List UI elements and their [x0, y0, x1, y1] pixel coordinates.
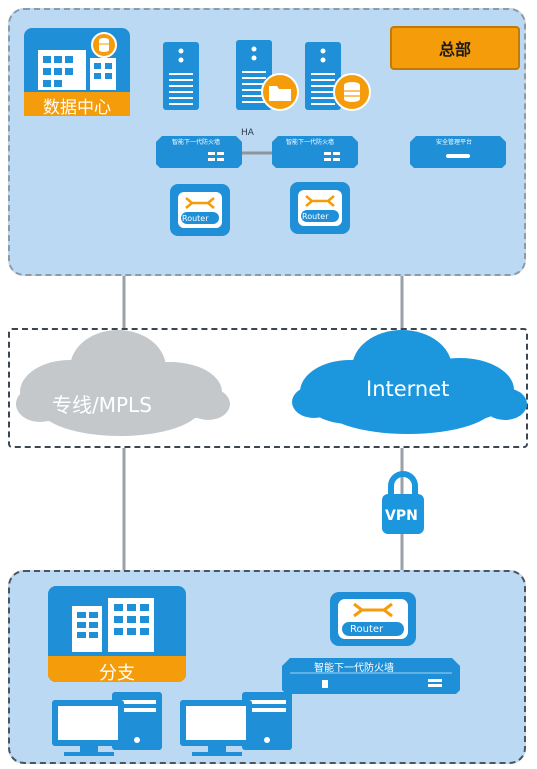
- firewall-left: 智能下一代防火墙: [156, 134, 242, 168]
- datacenter-building-icon: [24, 32, 130, 116]
- router-hq-right: Router: [290, 182, 350, 234]
- router-label: Router: [350, 624, 384, 635]
- branch-label: 分支: [99, 663, 135, 682]
- vpn-lock: VPN: [378, 470, 428, 536]
- security-platform: 安全管理平台: [410, 134, 506, 168]
- lock-icon: [382, 471, 424, 534]
- router-icon: [170, 184, 230, 236]
- ha-label: HA: [241, 128, 254, 138]
- db-server-icon: [305, 42, 371, 111]
- branch-building-icon: [48, 598, 186, 682]
- firewall-icon: [282, 658, 460, 694]
- vpn-label: VPN: [385, 508, 418, 524]
- hq-badge: 总部: [390, 26, 520, 70]
- router-branch: Router: [330, 592, 416, 646]
- pc-icon-2: [180, 692, 292, 756]
- firewall-branch: 智能下一代防火墙: [282, 658, 460, 694]
- firewall-icon: [272, 136, 358, 168]
- datacenter-tile: 数据中心: [24, 28, 130, 118]
- mpls-label: 专线/MPLS: [52, 393, 152, 417]
- router-label: Router: [302, 212, 329, 221]
- router-icon: [290, 182, 350, 234]
- appliance-icon: [410, 136, 506, 168]
- mpls-cloud: [16, 330, 230, 436]
- network-zone: [8, 328, 528, 448]
- branch-tile: 分支: [48, 586, 186, 682]
- router-label: Router: [182, 214, 209, 223]
- internet-label: Internet: [366, 377, 450, 401]
- pc-icon-1: [52, 692, 162, 756]
- datacenter-label: 数据中心: [43, 98, 111, 118]
- file-server-icon: [236, 40, 299, 111]
- firewall-left-label: 智能下一代防火墙: [172, 139, 221, 146]
- firewall-right: 智能下一代防火墙: [272, 134, 358, 168]
- firewall-branch-label: 智能下一代防火墙: [314, 663, 394, 674]
- internet-cloud: [292, 330, 527, 434]
- router-icon: [330, 592, 416, 646]
- server-icon-1: [163, 42, 199, 110]
- firewall-icon: [156, 136, 242, 168]
- router-hq-left: Router: [170, 184, 230, 236]
- security-platform-label: 安全管理平台: [436, 139, 473, 146]
- firewall-right-label: 智能下一代防火墙: [286, 139, 335, 146]
